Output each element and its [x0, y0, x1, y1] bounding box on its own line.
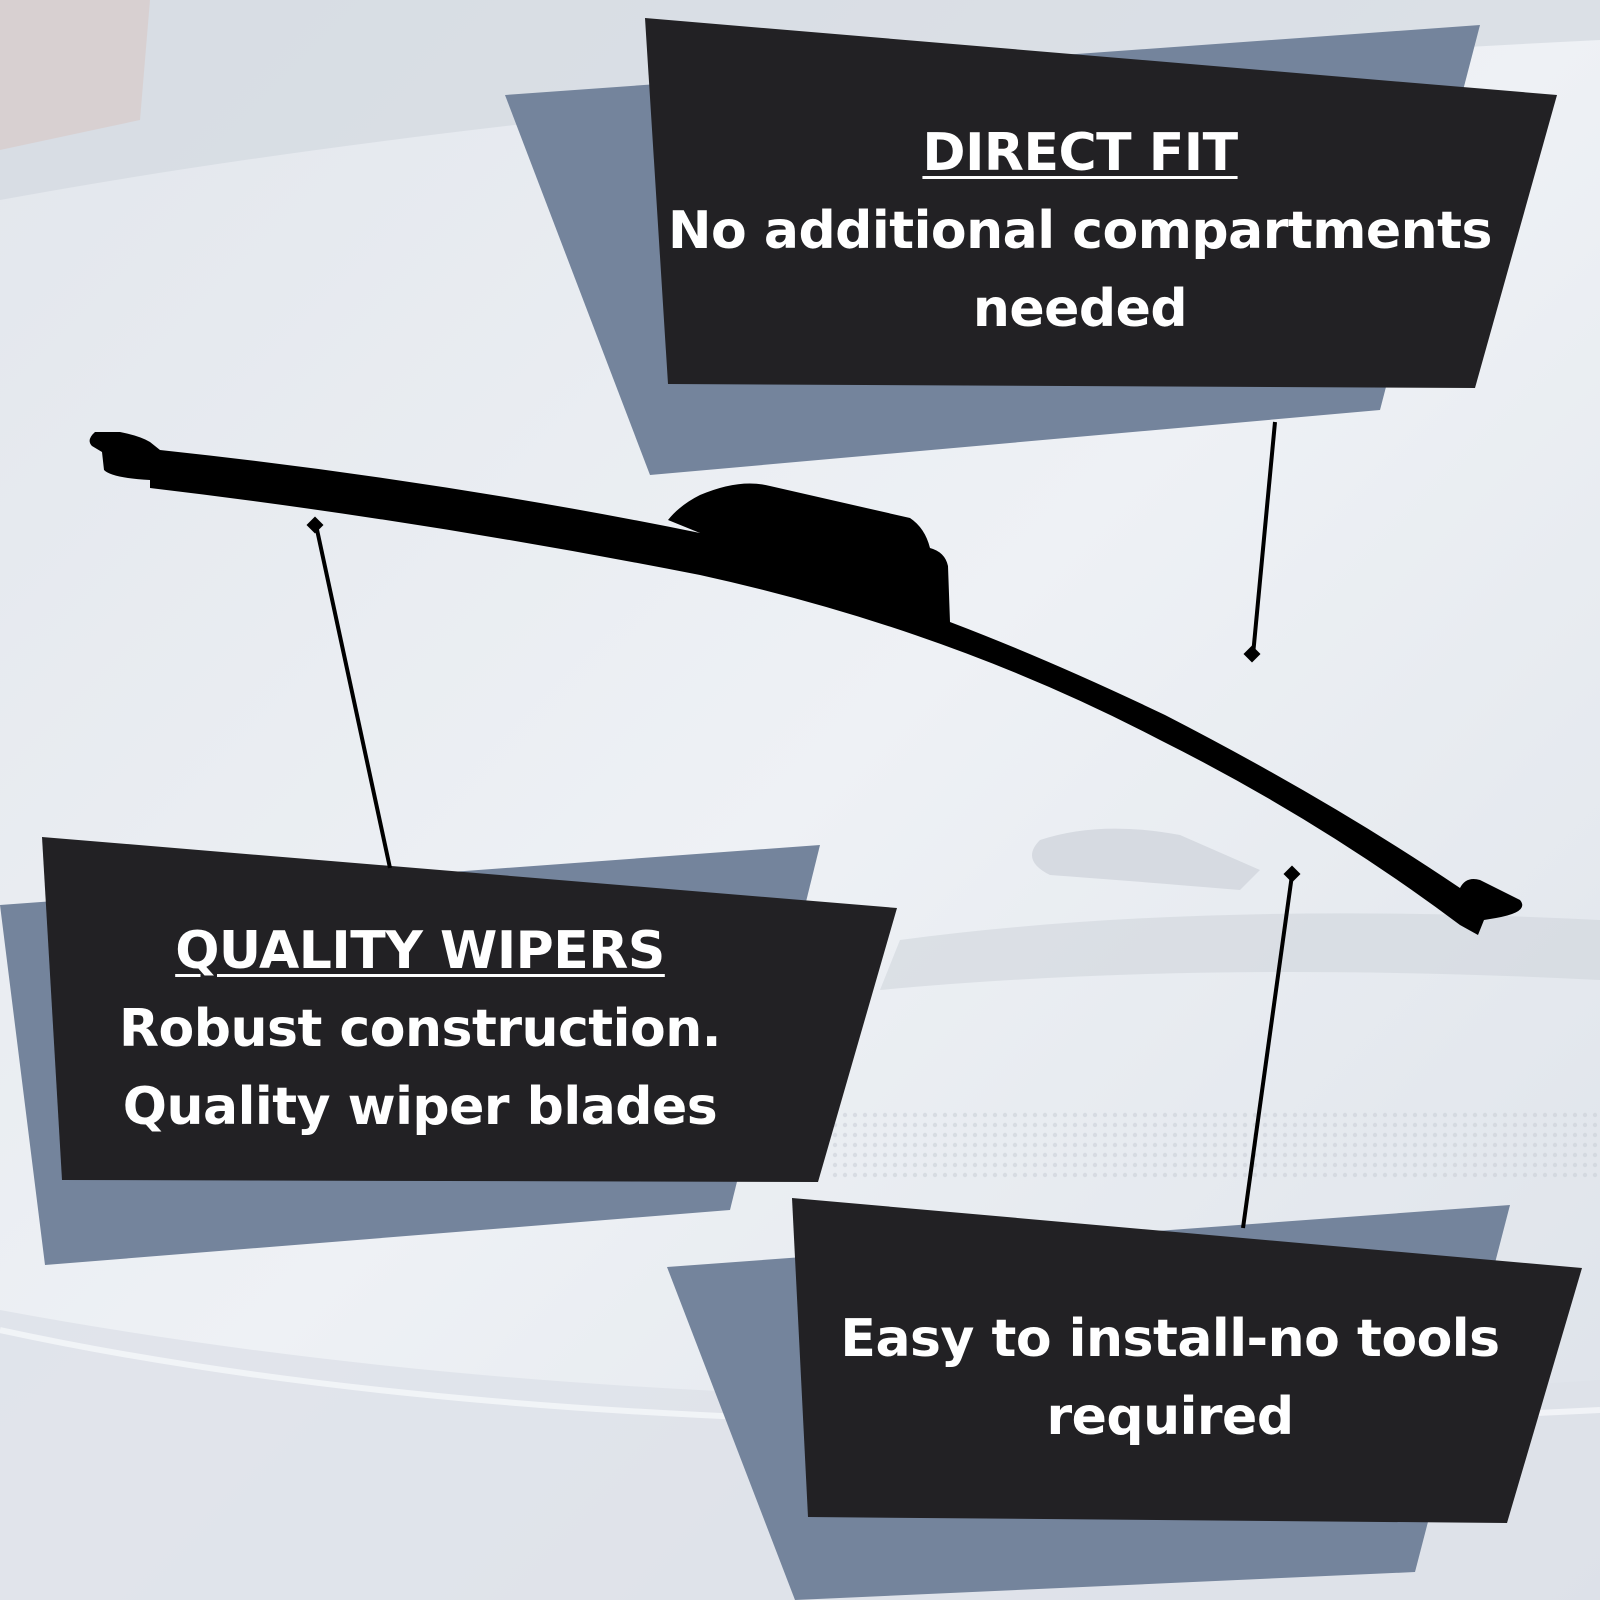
- leader-dot-direct-fit: [1243, 645, 1261, 663]
- brick-corner: [0, 0, 150, 150]
- easy-install-line-2: required: [1046, 1387, 1294, 1447]
- quality-panel: [42, 837, 897, 1182]
- wiper-arm-shadow: [1032, 828, 1260, 890]
- cowl-shadow: [880, 913, 1600, 990]
- leader-dot-easy-install: [1283, 865, 1301, 883]
- easy-panel: [792, 1198, 1582, 1523]
- easy-install-callout: Easy to install-no tools required: [790, 1300, 1550, 1456]
- quality-wipers-heading: QUALITY WIPERS: [175, 921, 665, 981]
- direct-fit-heading: DIRECT FIT: [922, 123, 1238, 183]
- direct-fit-panel: [645, 18, 1557, 388]
- quality-wipers-line-1: Robust construction.: [119, 999, 721, 1059]
- leader-line-quality: [314, 524, 392, 869]
- quality-wipers-callout: QUALITY WIPERS Robust construction. Qual…: [60, 912, 780, 1146]
- easy-install-line-1: Easy to install-no tools: [840, 1309, 1500, 1369]
- frit-dots: [830, 1110, 1600, 1180]
- wiper-blade-silhouette: [89, 432, 1523, 935]
- direct-fit-callout: DIRECT FIT No additional compartments ne…: [660, 114, 1500, 348]
- leader-dot-quality: [306, 516, 324, 534]
- leader-line-direct-fit: [1251, 421, 1277, 656]
- leader-line-easy-install: [1241, 874, 1294, 1229]
- quality-wipers-line-2: Quality wiper blades: [122, 1077, 718, 1137]
- direct-fit-line-1: No additional compartments: [668, 201, 1492, 261]
- direct-fit-line-2: needed: [972, 279, 1188, 339]
